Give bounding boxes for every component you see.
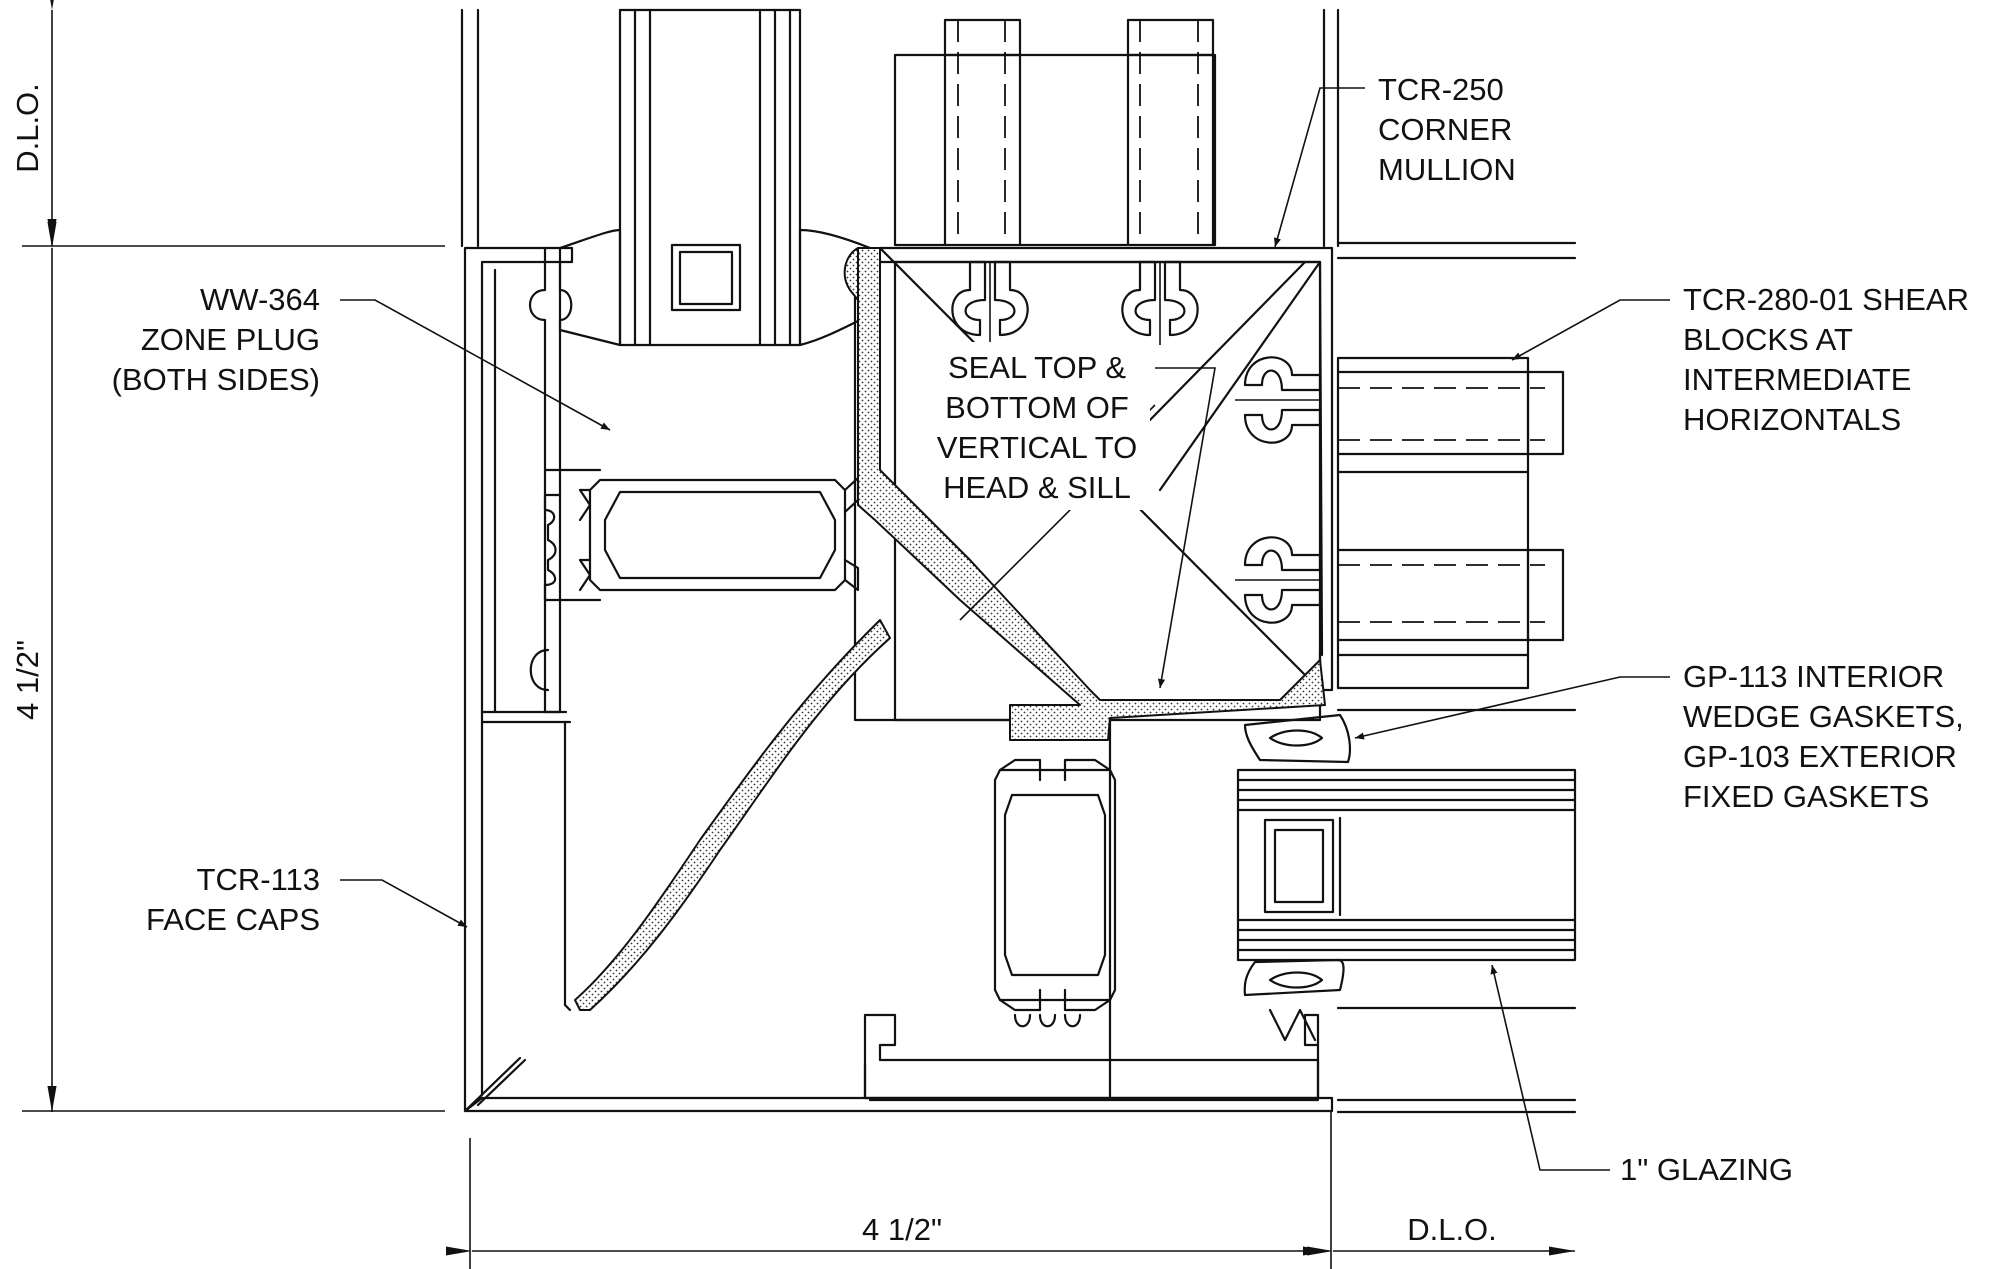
leader-seal-head (1155, 367, 1216, 689)
leader-seal-sill (959, 504, 1076, 621)
leader-shear-blocks (1511, 299, 1670, 361)
callout-seal-note-line4: HEAD & SILL (943, 470, 1131, 505)
callout-corner-mullion-line1: TCR-250 (1378, 72, 1504, 107)
callout-face-caps: TCR-113 FACE CAPS (146, 862, 320, 937)
callout-zone-plug-line3: (BOTH SIDES) (112, 362, 320, 397)
leader-gaskets (1354, 676, 1670, 740)
face-cap-frame (463, 246, 1334, 1113)
callout-corner-mullion-line2: CORNER (1378, 112, 1512, 147)
callout-gaskets-line1: GP-113 INTERIOR (1683, 659, 1944, 694)
top-shear-blocks (893, 18, 1217, 247)
callout-glazing: 1" GLAZING (1620, 1152, 1793, 1187)
callout-gaskets-line4: FIXED GASKETS (1683, 779, 1929, 814)
vertical-thermal-strut (863, 718, 1320, 1100)
outer-frame-lines (460, 8, 1577, 1114)
callout-seal-note-line1: SEAL TOP & (948, 350, 1126, 385)
callout-gaskets-line3: GP-103 EXTERIOR (1683, 739, 1957, 774)
dimension-height: 4 1/2" (10, 640, 45, 720)
callout-zone-plug-line1: WW-364 (200, 282, 320, 317)
dimension-dlo-top: D.L.O. (10, 83, 45, 173)
callout-corner-mullion: TCR-250 CORNER MULLION (1378, 72, 1516, 187)
callout-zone-plug: WW-364 ZONE PLUG (BOTH SIDES) (112, 282, 320, 397)
right-shear-blocks (1336, 356, 1565, 690)
leader-glazing (1490, 964, 1610, 1171)
callout-seal-note: SEAL TOP & BOTTOM OF VERTICAL TO HEAD & … (925, 342, 1150, 510)
callout-gaskets: GP-113 INTERIOR WEDGE GASKETS, GP-103 EX… (1683, 659, 1964, 814)
callout-corner-mullion-line3: MULLION (1378, 152, 1516, 187)
leader-face-caps (340, 879, 468, 928)
seal-note-backdrop (925, 342, 1150, 510)
leader-zone-plug (340, 299, 611, 431)
zone-plug-assembly (529, 246, 860, 714)
top-glazing-section (558, 8, 872, 347)
dimension-lines (22, 0, 1575, 1269)
callout-shear-blocks-line2: BLOCKS AT (1683, 322, 1853, 357)
leader-lines (340, 87, 1670, 1171)
right-glazing-unit (1236, 713, 1577, 997)
callout-gaskets-line2: WEDGE GASKETS, (1683, 699, 1964, 734)
callout-shear-blocks-line4: HORIZONTALS (1683, 402, 1901, 437)
callout-shear-blocks-line1: TCR-280-01 SHEAR (1683, 282, 1969, 317)
dimension-dlo-bottom: D.L.O. (1407, 1212, 1497, 1247)
dimension-width: 4 1/2" (862, 1212, 942, 1247)
sealant-areas (574, 247, 1326, 1011)
callout-shear-blocks: TCR-280-01 SHEAR BLOCKS AT INTERMEDIATE … (1683, 282, 1969, 437)
leader-corner-mullion (1273, 87, 1365, 248)
callout-shear-blocks-line3: INTERMEDIATE (1683, 362, 1912, 397)
callout-zone-plug-line2: ZONE PLUG (141, 322, 320, 357)
callout-face-caps-line1: TCR-113 (197, 862, 320, 897)
callout-face-caps-line2: FACE CAPS (146, 902, 320, 937)
callout-seal-note-line2: BOTTOM OF (945, 390, 1129, 425)
callout-seal-note-line3: VERTICAL TO (937, 430, 1137, 465)
